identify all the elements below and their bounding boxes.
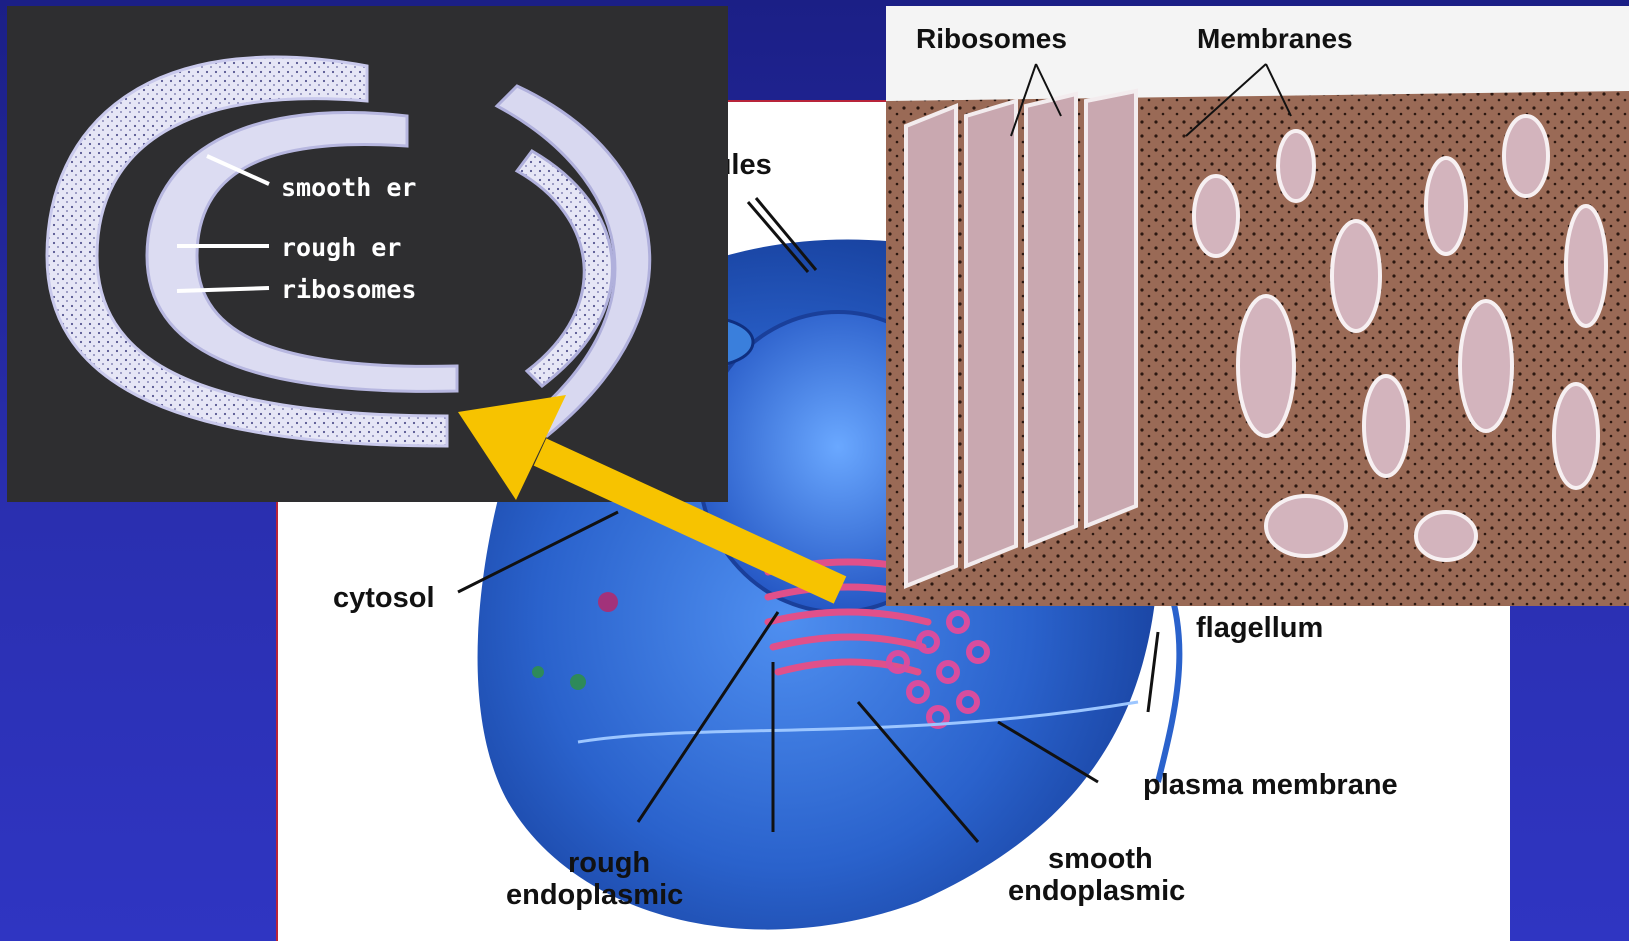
- label-rough-er-1: rough: [568, 847, 650, 879]
- er3d-label-smooth-er: smooth er: [281, 173, 416, 202]
- er3d-label-rough-er: rough er: [281, 233, 401, 262]
- label-rough-er-2: endoplasmic: [506, 879, 683, 911]
- label-smooth-er-1: smooth: [1048, 843, 1153, 875]
- er-3d-inset: smooth er rough er ribosomes: [7, 6, 728, 502]
- er-3d-svg: smooth er rough er ribosomes: [7, 6, 728, 502]
- er-illustration-svg: Ribosomes Membranes: [886, 6, 1629, 606]
- label-cytosol: cytosol: [333, 582, 435, 614]
- photo-label-membranes: Membranes: [1197, 23, 1353, 54]
- label-smooth-er-2: endoplasmic: [1008, 875, 1185, 907]
- er-illustration-inset: Ribosomes Membranes: [886, 6, 1629, 606]
- er3d-label-ribosomes: ribosomes: [281, 275, 416, 304]
- er-sheet-right: [497, 86, 650, 436]
- photo-label-ribosomes: Ribosomes: [916, 23, 1067, 54]
- label-flagellum: flagellum: [1196, 612, 1323, 644]
- label-plasma-membrane: plasma membrane: [1143, 769, 1398, 801]
